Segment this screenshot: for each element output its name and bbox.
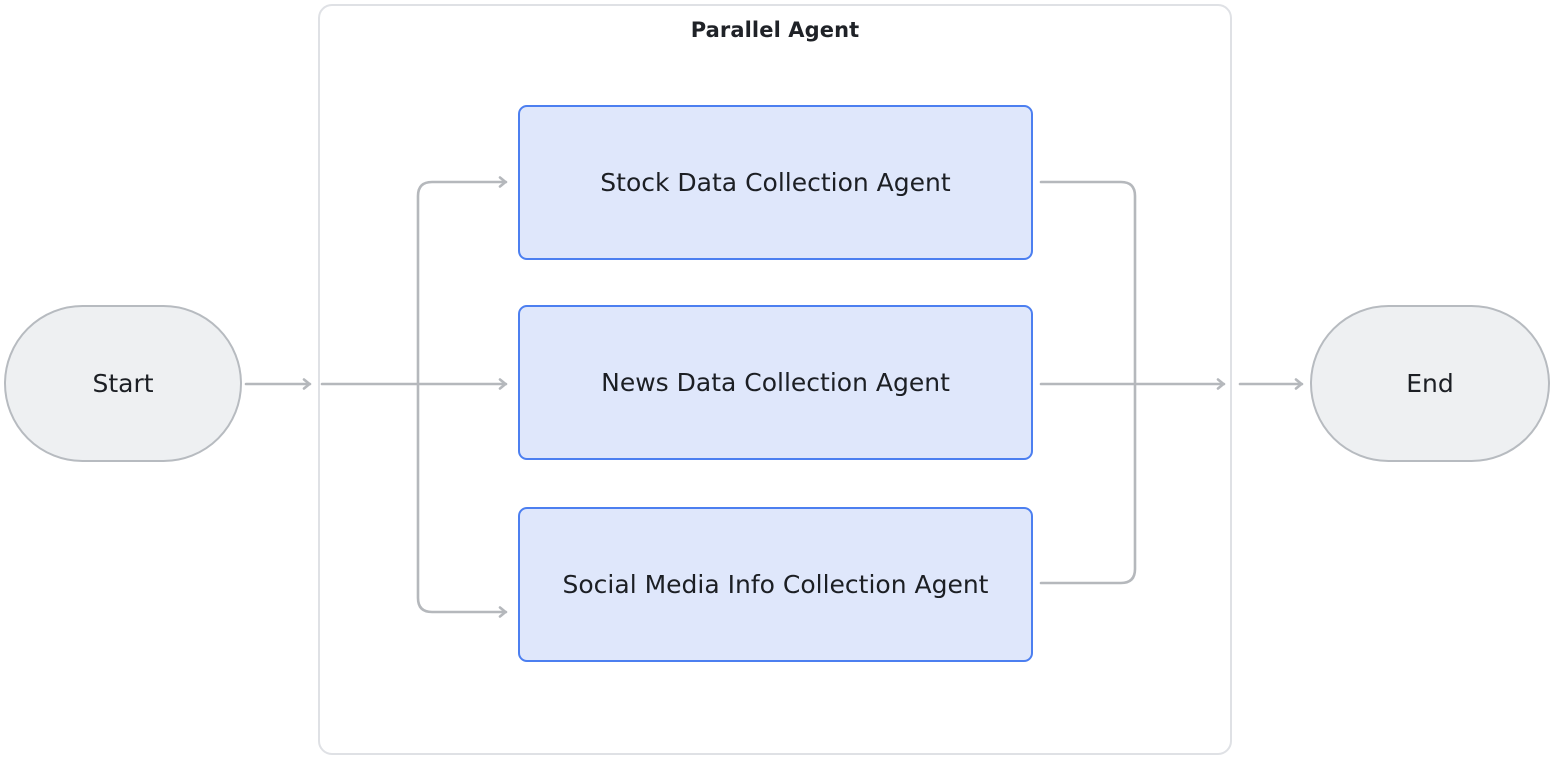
node-stock-data-collection-agent[interactable]: Stock Data Collection Agent [518,105,1033,260]
node-news-data-collection-agent-label: News Data Collection Agent [601,368,950,397]
node-end-label: End [1406,369,1454,398]
node-start-label: Start [92,369,154,398]
node-stock-data-collection-agent-label: Stock Data Collection Agent [600,168,951,197]
parallel-agent-group-title: Parallel Agent [690,18,860,42]
node-end[interactable]: End [1310,305,1550,462]
node-social-media-info-collection-agent-label: Social Media Info Collection Agent [562,570,989,599]
node-news-data-collection-agent[interactable]: News Data Collection Agent [518,305,1033,460]
node-start[interactable]: Start [4,305,242,462]
node-social-media-info-collection-agent[interactable]: Social Media Info Collection Agent [518,507,1033,662]
